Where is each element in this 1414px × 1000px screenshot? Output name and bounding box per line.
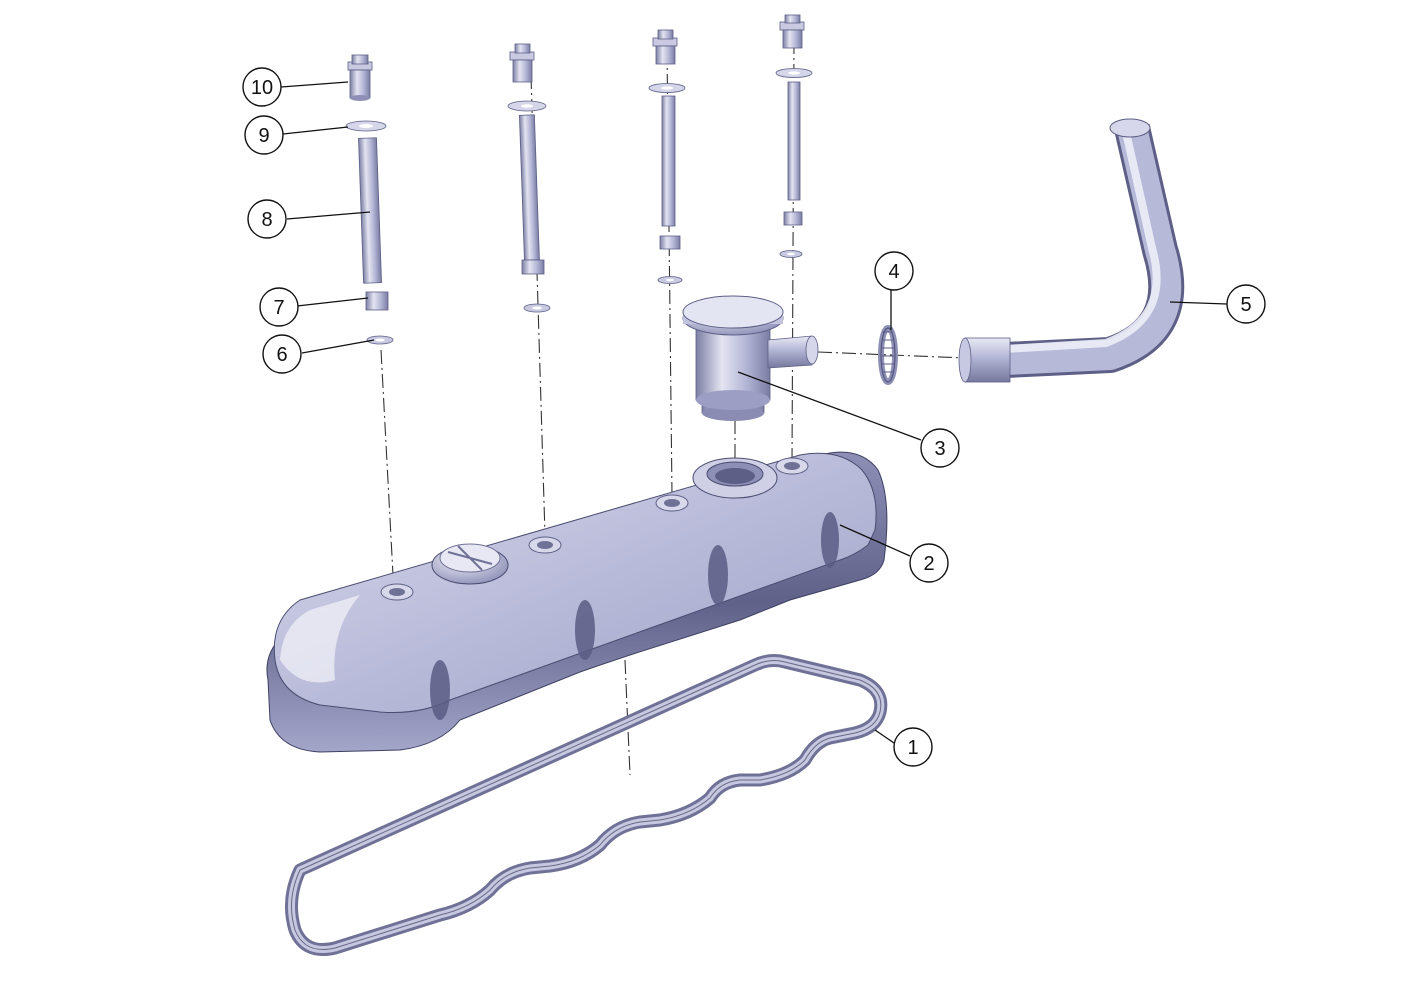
leader-2 <box>839 524 911 557</box>
leader-9 <box>282 126 349 135</box>
callout-10: 10 <box>242 67 282 107</box>
callout-6: 6 <box>262 334 302 374</box>
breather-hose-part <box>958 118 1185 383</box>
gasket-part <box>284 654 888 956</box>
leader-8 <box>286 211 371 220</box>
callout-9-label: 9 <box>258 125 269 147</box>
leader-5 <box>1169 301 1228 305</box>
valve-cover-part <box>266 451 888 753</box>
cover-stud-holes <box>380 457 809 601</box>
oil-filler-cap <box>431 543 509 585</box>
cover-side-bosses <box>430 512 839 720</box>
leader-6 <box>301 339 375 354</box>
leader-3 <box>737 371 922 441</box>
callout-5-label: 5 <box>1240 294 1251 316</box>
leader-7 <box>296 297 369 307</box>
breather-part <box>682 295 819 421</box>
stud-assembly-3 <box>648 29 686 284</box>
callout-6-label: 6 <box>276 344 287 366</box>
leader-1 <box>874 729 895 744</box>
callout-5: 5 <box>1226 284 1266 324</box>
callout-4: 4 <box>874 251 914 291</box>
callout-8: 8 <box>247 199 287 239</box>
callout-2: 2 <box>909 543 949 583</box>
callout-3: 3 <box>920 428 960 468</box>
callout-3-label: 3 <box>934 438 945 460</box>
callout-10-label: 10 <box>251 77 273 99</box>
leader-10 <box>280 81 349 88</box>
callout-9: 9 <box>244 115 284 155</box>
breather-port-boss <box>692 457 778 499</box>
axis-hose <box>817 351 966 359</box>
callout-2-label: 2 <box>923 553 934 575</box>
stud-assembly-2 <box>507 43 551 313</box>
callout-7: 7 <box>259 287 299 327</box>
callout-4-label: 4 <box>888 261 899 283</box>
callout-1-label: 1 <box>907 737 918 759</box>
stud-assembly-4 <box>775 14 813 258</box>
callout-8-label: 8 <box>261 209 272 231</box>
hose-clamp-part <box>878 325 898 385</box>
callout-7-label: 7 <box>273 297 284 319</box>
callouts: 1 2 3 4 5 6 7 8 <box>242 67 1266 767</box>
axis-stud-1 <box>380 349 394 576</box>
leader-lines <box>280 81 1228 744</box>
stud-assembly-1 <box>345 54 394 345</box>
callout-1: 1 <box>893 727 933 767</box>
